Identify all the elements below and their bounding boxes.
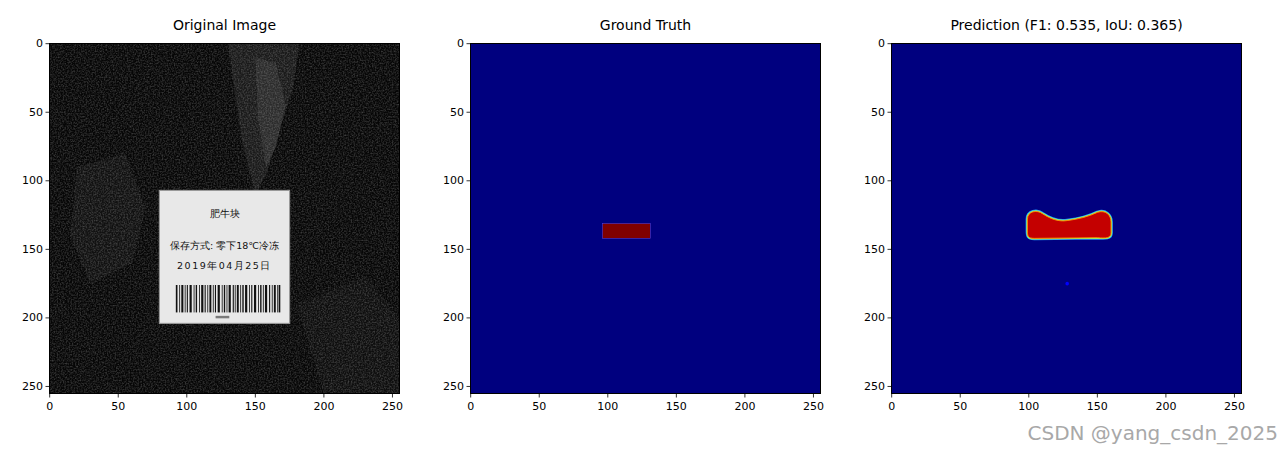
tick-label: 150 <box>864 243 885 256</box>
tick-label: 200 <box>864 311 885 324</box>
tick-mark <box>539 394 540 398</box>
tick-mark <box>255 394 256 398</box>
tick-label: 200 <box>734 400 755 413</box>
tick-label: 100 <box>176 400 197 413</box>
tick-label: 50 <box>532 400 546 413</box>
mask-background <box>470 43 821 394</box>
barcode <box>176 285 280 312</box>
tick-label: 100 <box>864 174 885 187</box>
tick-label: 250 <box>443 380 464 393</box>
prediction-mask <box>891 43 1242 394</box>
tick-label: 50 <box>953 400 967 413</box>
tick-label: 250 <box>864 380 885 393</box>
photo-noise <box>49 43 400 394</box>
tick-label: 100 <box>22 174 43 187</box>
tick-label: 0 <box>457 37 464 50</box>
tick-label: 50 <box>450 106 464 119</box>
tick-label: 200 <box>313 400 334 413</box>
tick-label: 50 <box>871 106 885 119</box>
label-text: 肥牛块 <box>159 208 290 220</box>
prediction-panel: Prediction (F1: 0.535, IoU: 0.365) <box>891 43 1242 394</box>
tick-label: 250 <box>1224 400 1245 413</box>
tick-mark <box>1234 394 1235 398</box>
tick-label: 150 <box>1087 400 1108 413</box>
tick-mark <box>1097 394 1098 398</box>
prediction-region <box>1027 211 1111 238</box>
tick-label: 100 <box>1018 400 1039 413</box>
tick-label: 0 <box>878 37 885 50</box>
tick-label: 200 <box>22 311 43 324</box>
tick-mark <box>676 394 677 398</box>
image-panel: Original Image肥牛块保存方式: 零下18℃冷冻2019年04月25… <box>49 43 400 394</box>
tick-label: 150 <box>245 400 266 413</box>
tick-mark <box>1165 394 1166 398</box>
tick-label: 100 <box>597 400 618 413</box>
tick-mark <box>891 394 892 398</box>
tick-label: 50 <box>29 106 43 119</box>
panel-title: Original Image <box>50 17 399 33</box>
tick-label: 0 <box>46 400 53 413</box>
tick-label: 50 <box>111 400 125 413</box>
panel-title: Ground Truth <box>471 17 820 33</box>
label-text: 2019年04月25日 <box>159 260 290 272</box>
tick-label: 200 <box>1155 400 1176 413</box>
package-label: 肥牛块保存方式: 零下18℃冷冻 2019年04月25日 <box>159 190 290 324</box>
tick-mark <box>1028 394 1029 398</box>
mask-region <box>602 223 650 238</box>
tick-mark <box>607 394 608 398</box>
tick-label: 200 <box>443 311 464 324</box>
tick-label: 0 <box>36 37 43 50</box>
prediction-speck <box>1065 282 1069 286</box>
tick-mark <box>186 394 187 398</box>
barcode-digits-smudge <box>216 316 230 318</box>
tick-label: 250 <box>803 400 824 413</box>
tick-label: 250 <box>22 380 43 393</box>
prediction-edge-outer <box>1027 211 1111 238</box>
tick-label: 100 <box>443 174 464 187</box>
tick-mark <box>323 394 324 398</box>
package-label-paper <box>159 190 289 323</box>
mask-background <box>891 43 1242 394</box>
mask-panel: Ground Truth <box>470 43 821 394</box>
tick-mark <box>960 394 961 398</box>
tick-mark <box>49 394 50 398</box>
tick-mark <box>744 394 745 398</box>
ground-truth-mask <box>470 43 821 394</box>
tick-mark <box>392 394 393 398</box>
panel-title: Prediction (F1: 0.535, IoU: 0.365) <box>892 17 1241 33</box>
watermark: CSDN @yang_csdn_2025 <box>1027 421 1278 445</box>
prediction-edge-middle <box>1027 211 1111 238</box>
tick-label: 250 <box>382 400 403 413</box>
label-text: 保存方式: 零下18℃冷冻 <box>159 240 290 252</box>
tick-mark <box>118 394 119 398</box>
tick-mark <box>813 394 814 398</box>
tick-label: 150 <box>666 400 687 413</box>
tick-label: 150 <box>443 243 464 256</box>
tick-label: 150 <box>22 243 43 256</box>
tick-label: 0 <box>467 400 474 413</box>
photo-background <box>49 43 400 394</box>
tick-mark <box>470 394 471 398</box>
tick-label: 0 <box>888 400 895 413</box>
